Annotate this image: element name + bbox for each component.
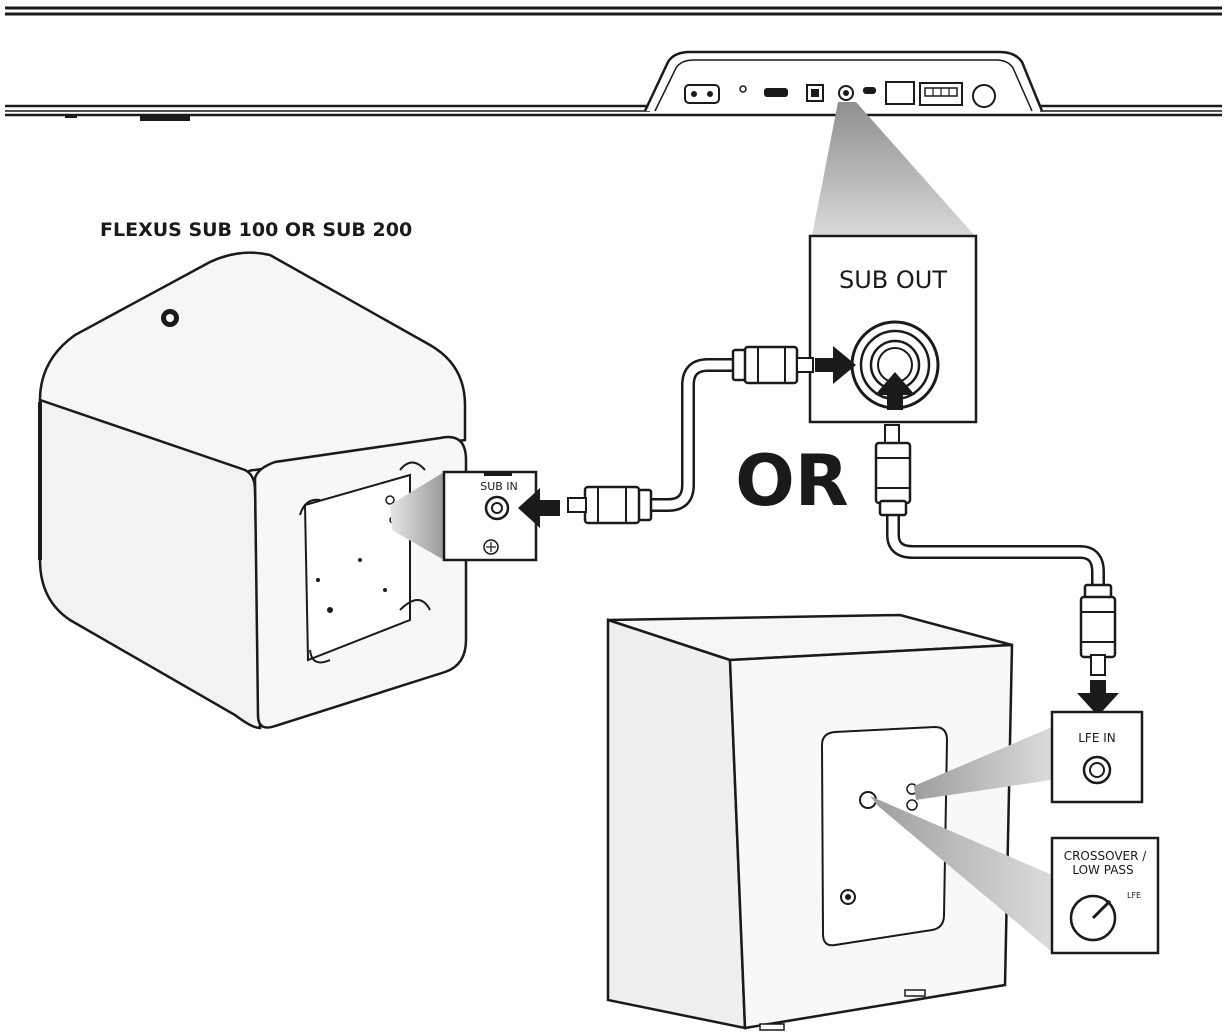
arrow-up-icon (875, 372, 915, 410)
knob-lfe-label: LFE (1127, 891, 1141, 900)
sub-in-callout: SUB IN (442, 470, 538, 562)
sub-out-label: SUB OUT (839, 266, 947, 294)
soundbar (5, 6, 1222, 121)
crossover-label-line1: CROSSOVER / (1064, 849, 1148, 863)
sub-in-label: SUB IN (480, 480, 518, 493)
flexus-sub-title: FLEXUS SUB 100 OR SUB 200 (100, 219, 412, 241)
lfe-in-label: LFE IN (1078, 731, 1116, 745)
crossover-callout: CROSSOVER / LOW PASS LFE (1050, 836, 1160, 955)
rca-cable-flexus (567, 345, 814, 525)
arrow-right-icon (815, 346, 856, 384)
lfe-in-callout: LFE IN (1050, 710, 1144, 804)
flexus-subwoofer (38, 251, 468, 730)
lfe-in-callout-beam (914, 727, 1052, 800)
arrow-left-icon (518, 488, 560, 528)
or-label: OR (735, 440, 848, 522)
soundbar-ports (684, 81, 996, 108)
sub-in-callout-beam (390, 472, 444, 560)
sub-out-callout-beam (812, 102, 975, 236)
rca-cable-third-party (874, 424, 1117, 676)
arrow-down-icon (1077, 680, 1119, 716)
crossover-label-line2: LOW PASS (1072, 863, 1133, 877)
third-party-subwoofer (606, 613, 1014, 1031)
crossover-callout-beam (870, 796, 1052, 952)
